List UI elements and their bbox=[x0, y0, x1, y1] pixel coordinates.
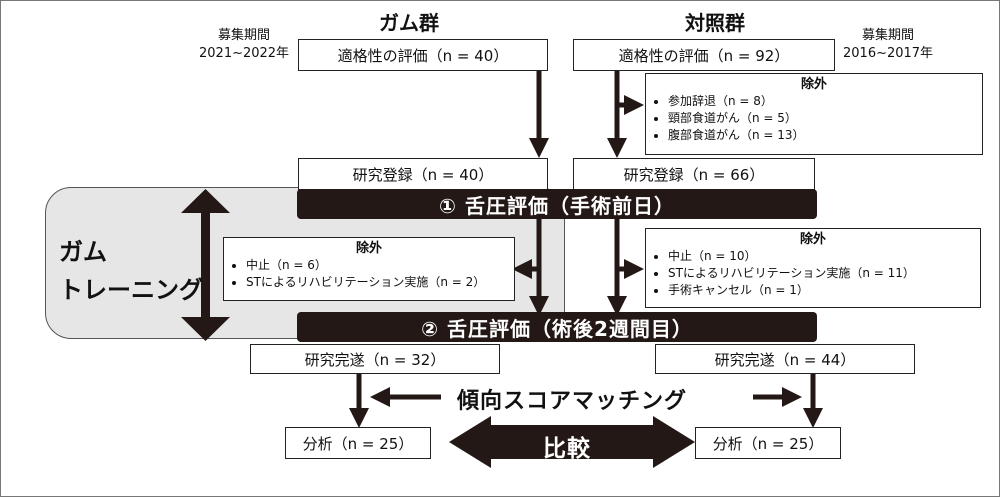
exclusion-title: 除外 bbox=[800, 77, 827, 92]
gum-training-line2: トレーニング bbox=[59, 276, 203, 304]
control-completed-box: 研究完遂（n = 44） bbox=[655, 344, 915, 374]
exclusion-item: STによるリハビリテーション実施（n = 11） bbox=[668, 265, 974, 282]
exclusion-item: 頸部食道がん（n = 5） bbox=[668, 110, 976, 127]
exclusion-item: 腹部食道がん（n = 13） bbox=[668, 127, 976, 144]
gum-training-line1: ガム bbox=[59, 238, 107, 266]
gum-recruit-period: 募集期間 2021~2022年 bbox=[199, 27, 289, 63]
control-exclusion-post-box: 除外 中止（n = 10） STによるリハビリテーション実施（n = 11） 手… bbox=[645, 228, 981, 308]
gum-period-value: 2021~2022年 bbox=[199, 46, 290, 61]
exclusion-title: 除外 bbox=[355, 241, 382, 256]
gum-period-label: 募集期間 bbox=[218, 28, 271, 43]
exclusion-title: 除外 bbox=[799, 232, 826, 247]
tongue-pressure-pre-band: ① 舌圧評価（手術前日） bbox=[297, 189, 817, 219]
control-enrolled-box: 研究登録（n = 66） bbox=[573, 158, 815, 190]
exclusion-item: 参加辞退（n = 8） bbox=[668, 93, 976, 110]
gum-completed-box: 研究完遂（n = 32） bbox=[250, 344, 500, 374]
control-eligibility-box: 適格性の評価（n = 92） bbox=[573, 39, 835, 71]
control-analysis-box: 分析（n = 25） bbox=[695, 427, 841, 459]
gum-group-title: ガム群 bbox=[379, 11, 439, 35]
gum-exclusion-box: 除外 中止（n = 6） STによるリハビリテーション実施（n = 2） bbox=[223, 237, 515, 301]
tongue-pressure-post-band: ② 舌圧評価（術後2週間目） bbox=[297, 312, 817, 342]
gum-enrolled-box: 研究登録（n = 40） bbox=[298, 158, 548, 190]
control-exclusion-pre-box: 除外 参加辞退（n = 8） 頸部食道がん（n = 5） 腹部食道がん（n = … bbox=[645, 73, 983, 155]
control-recruit-period: 募集期間 2016~2017年 bbox=[843, 27, 933, 63]
training-double-arrow bbox=[181, 189, 230, 341]
gum-training-label: ガム トレーニング bbox=[59, 233, 203, 309]
exclusion-item: 中止（n = 10） bbox=[668, 248, 974, 265]
control-period-value: 2016~2017年 bbox=[843, 46, 934, 61]
exclusion-item: 手術キャンセル（n = 1） bbox=[668, 282, 974, 299]
gum-eligibility-box: 適格性の評価（n = 40） bbox=[298, 39, 548, 71]
exclusion-item: 中止（n = 6） bbox=[246, 257, 508, 274]
gum-analysis-box: 分析（n = 25） bbox=[285, 427, 431, 459]
comparison-label: 比較 bbox=[543, 436, 591, 462]
exclusion-item: STによるリハビリテーション実施（n = 2） bbox=[246, 274, 508, 291]
control-period-label: 募集期間 bbox=[862, 28, 915, 43]
comparison-double-arrow bbox=[449, 416, 695, 468]
control-group-title: 対照群 bbox=[685, 11, 745, 35]
propensity-score-matching-label: 傾向スコアマッチング bbox=[457, 389, 688, 414]
